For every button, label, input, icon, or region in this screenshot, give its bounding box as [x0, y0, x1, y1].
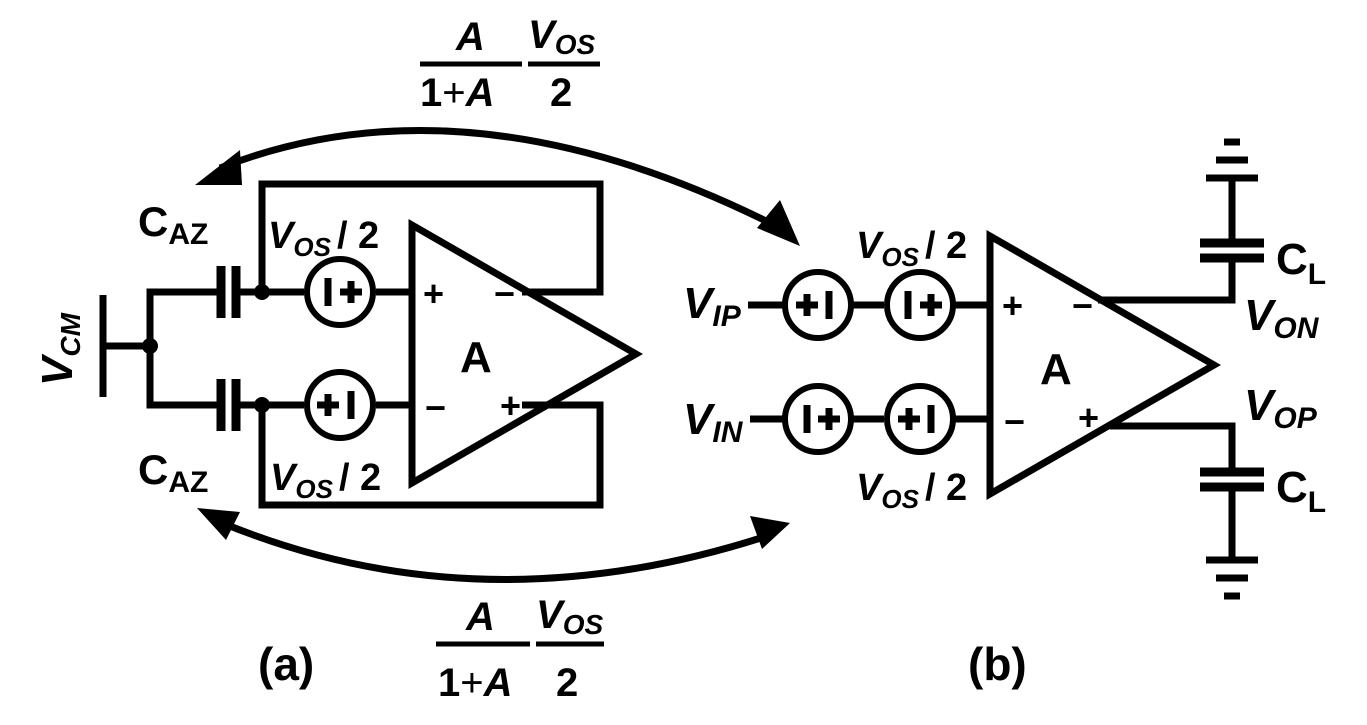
- vcm-split-wire: [146, 288, 217, 409]
- transfer-function-top: A 1+A VOS 2: [420, 13, 600, 115]
- vop-output-wire: [1110, 422, 1236, 470]
- panel-b: VIP VIN: [683, 138, 1326, 690]
- top-arrowhead-left: [195, 150, 242, 185]
- vos-bottom-label: VOS/ 2: [270, 457, 381, 504]
- amplifier-a-triangle: [408, 218, 644, 490]
- panel-b-caption: (b): [968, 638, 1027, 690]
- tf-top-numerator: A: [455, 15, 485, 59]
- amp-a-out-minus: −: [494, 273, 515, 314]
- tf-bottom-numerator: A: [465, 595, 495, 639]
- ground-top-icon: [1206, 138, 1258, 182]
- bottom-arrowhead-right: [750, 516, 790, 549]
- top-double-arrow: [218, 127, 782, 232]
- vop-label: VOP: [1244, 381, 1318, 435]
- vip-source-1: [782, 269, 854, 341]
- amp-a-in-plus: +: [423, 273, 444, 314]
- top-arrowhead-right: [757, 200, 800, 246]
- panel-a: A + − − + VCM CAZ CAZ VOS/ 2 VOS/ 2 (a): [33, 180, 644, 690]
- top-feedback-loop: [258, 180, 604, 296]
- transfer-arrows: [195, 127, 800, 583]
- vos-b-bottom-label: VOS/ 2: [856, 467, 967, 514]
- panel-a-caption: (a): [258, 638, 314, 690]
- cl-top-label: CL: [1276, 235, 1326, 291]
- von-output-wire: [1098, 262, 1236, 304]
- von-label: VON: [1244, 291, 1320, 345]
- vip-source-2: [884, 269, 956, 341]
- tf-bottom-vos: VOS: [536, 593, 603, 640]
- ground-bottom-icon: [1206, 556, 1258, 600]
- amp-b-out-plus: +: [1078, 397, 1099, 438]
- amp-a-in-minus: −: [425, 387, 446, 428]
- tf-top-denominator: 1+A: [420, 71, 495, 115]
- transfer-function-bottom: A 1+A VOS 2: [436, 593, 604, 705]
- vcm-label: VCM: [33, 312, 86, 386]
- bottom-arrowhead-left: [197, 508, 240, 540]
- tf-top-two: 2: [550, 71, 572, 115]
- amp-b-in-minus: −: [1004, 401, 1025, 442]
- amp-a-out-plus: +: [500, 385, 521, 426]
- vin-source-1: [782, 383, 854, 455]
- amp-b-out-minus: −: [1072, 285, 1093, 326]
- amplifier-b-triangle: [986, 229, 1222, 501]
- vos-b-top-label: VOS/ 2: [856, 225, 967, 272]
- tf-top-vos: VOS: [528, 13, 595, 60]
- vos-top-label: VOS/ 2: [268, 215, 379, 262]
- cl-bottom-label: CL: [1276, 463, 1326, 519]
- tf-bottom-denominator: 1+A: [438, 661, 513, 705]
- amplifier-b-label: A: [1040, 345, 1072, 394]
- vip-label: VIP: [683, 279, 742, 333]
- bottom-double-arrow: [218, 518, 772, 583]
- offset-source-bottom: [304, 369, 376, 441]
- vin-label: VIN: [683, 395, 744, 449]
- bottom-feedback-loop: [258, 401, 604, 509]
- caz-top-label: CAZ: [138, 198, 208, 251]
- offset-source-top: [304, 256, 376, 328]
- tf-bottom-two: 2: [556, 661, 578, 705]
- amplifier-a-label: A: [460, 333, 492, 382]
- caz-bottom-label: CAZ: [138, 446, 208, 499]
- amp-b-in-plus: +: [1002, 285, 1023, 326]
- vin-source-2: [884, 383, 956, 455]
